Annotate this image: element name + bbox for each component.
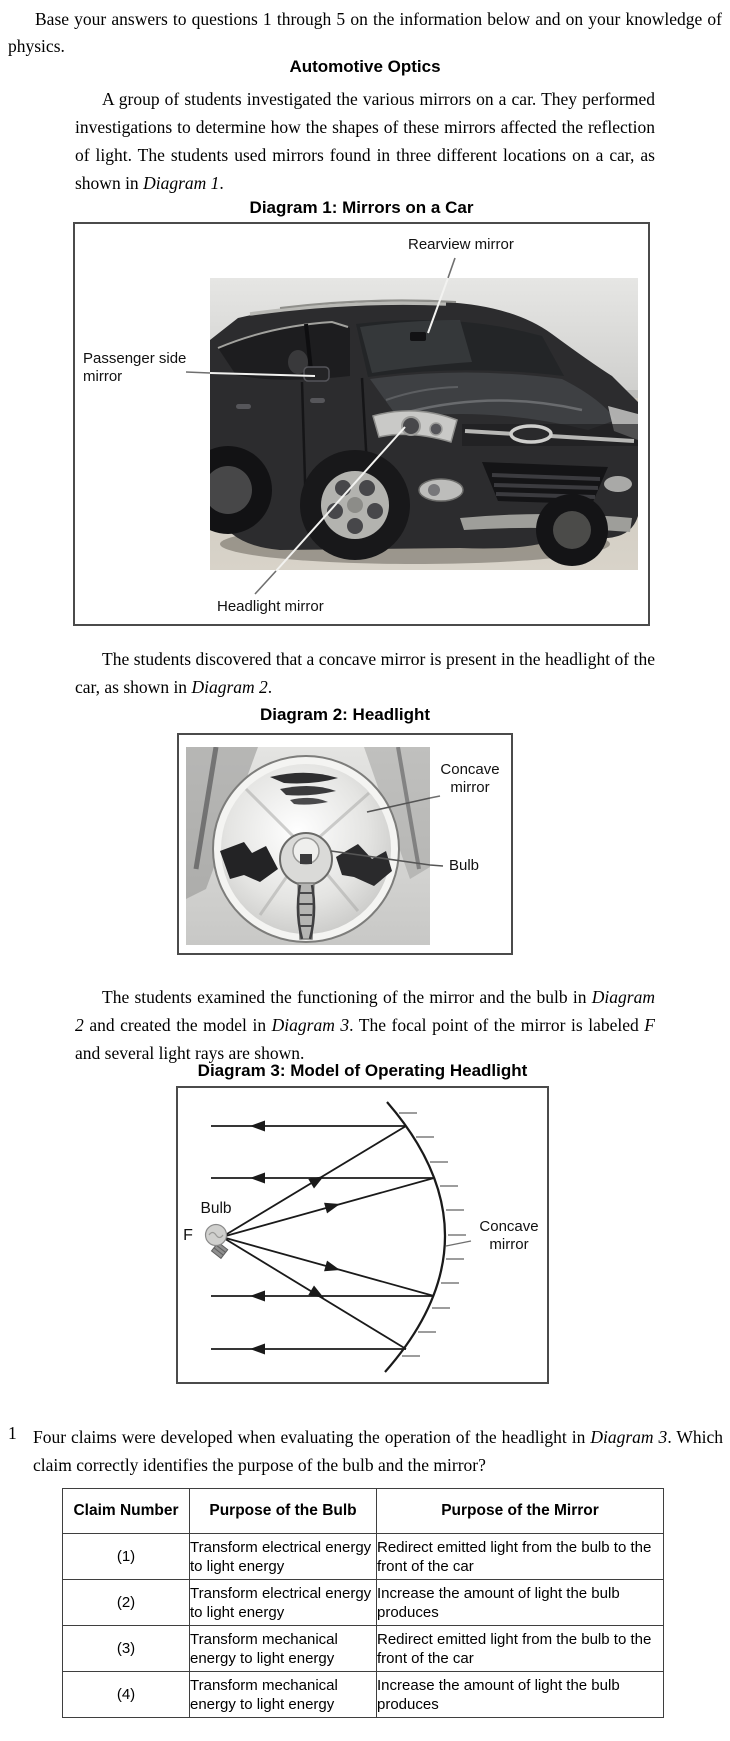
claim-1-mirror: Redirect emitted light from the bulb to …	[376, 1533, 664, 1580]
paragraph-2: The students discovered that a concave m…	[75, 645, 655, 701]
diagram-3-ref-q: Diagram 3	[590, 1427, 668, 1447]
headlight-photo	[186, 747, 430, 945]
diagram-1-title: Diagram 1: Mirrors on a Car	[249, 198, 474, 217]
paragraph-1: A group of students investigated the var…	[75, 85, 655, 197]
question-number: 1	[8, 1423, 17, 1443]
header-purpose-mirror: Purpose of the Mirror	[376, 1488, 664, 1534]
table-row: (2) Transform electrical energy to light…	[62, 1579, 664, 1626]
intro-text: Base your answers to questions 1 through…	[8, 9, 722, 56]
car-photo	[210, 278, 638, 570]
header-claim-number: Claim Number	[62, 1488, 190, 1534]
claim-3-mirror: Redirect emitted light from the bulb to …	[376, 1625, 664, 1672]
claim-2-number: (2)	[62, 1579, 190, 1626]
bulb-label: Bulb	[200, 1200, 232, 1217]
paragraph-3-mid1: and created the model in	[83, 1015, 272, 1035]
left-arrowheads	[250, 1120, 265, 1355]
table-header-row: Claim Number Purpose of the Bulb Purpose…	[62, 1488, 664, 1534]
car-emblem	[509, 424, 553, 444]
claim-4-number: (4)	[62, 1671, 190, 1718]
car-roof-rails	[249, 301, 447, 316]
paragraph-2-end: .	[267, 677, 273, 697]
car-rear-wheel	[210, 446, 272, 534]
car-side-mirror	[303, 366, 330, 382]
diagram-3-reference: Diagram 3	[271, 1015, 350, 1035]
concave-mirror-label: Concave mirror	[440, 761, 500, 796]
diagram-2-figure: Concave mirror Bulb	[177, 733, 513, 955]
claim-3-bulb: Transform mechanical energy to light ene…	[189, 1625, 377, 1672]
diagram-2-title: Diagram 2: Headlight	[259, 705, 431, 724]
claim-4-bulb: Transform mechanical energy to light ene…	[189, 1671, 377, 1718]
diagram-3-title: Diagram 3: Model of Operating Headlight	[197, 1061, 528, 1080]
claim-2-mirror: Increase the amount of light the bulb pr…	[376, 1579, 664, 1626]
passenger-mirror-label: Passenger side mirror	[83, 350, 187, 385]
concave-leader-line	[445, 1240, 472, 1247]
claim-1-number: (1)	[62, 1533, 190, 1580]
question-text-pre: Four claims were developed when evaluati…	[33, 1427, 591, 1447]
paragraph-1-end: .	[219, 173, 224, 193]
paragraph-3: The students examined the functioning of…	[75, 983, 655, 1067]
table-row: (3) Transform mechanical energy to light…	[62, 1625, 664, 1672]
question-text-post: . Which claim correctly identifies the p…	[33, 1427, 723, 1475]
claim-3-number: (3)	[62, 1625, 190, 1672]
focal-point-reference: F	[644, 1015, 655, 1035]
diagram-1-reference: Diagram 1	[143, 173, 220, 193]
diagram-1-figure: Rearview mirror Passenger side mirror He…	[73, 222, 650, 626]
claim-2-bulb: Transform electrical energy to light ene…	[189, 1579, 377, 1626]
table-row: (4) Transform mechanical energy to light…	[62, 1671, 664, 1718]
ray-diagram	[204, 1101, 472, 1373]
headlight-mirror-label: Headlight mirror	[217, 598, 324, 615]
paragraph-3-text: The students examined the functioning of…	[102, 987, 592, 1007]
claim-1-bulb: Transform electrical energy to light ene…	[189, 1533, 377, 1580]
paragraph-3-end: and several light rays are shown.	[75, 1043, 305, 1063]
mirror-hatching	[399, 1112, 466, 1357]
header-purpose-bulb: Purpose of the Bulb	[189, 1488, 377, 1534]
reflection-blob-left	[220, 842, 278, 882]
diagram-2-ref-2: Diagram 2	[75, 987, 655, 1035]
outgoing-arrowheads	[308, 1176, 340, 1298]
bulb-icon	[204, 1223, 229, 1260]
paragraph-1-text: A group of students investigated the var…	[75, 89, 655, 193]
focal-point-label: F	[183, 1227, 193, 1244]
claim-4-mirror: Increase the amount of light the bulb pr…	[376, 1671, 664, 1718]
concave-mirror-label: Concave mirror	[479, 1218, 539, 1253]
reflected-rays	[211, 1125, 434, 1350]
paragraph-3-mid2: . The focal point of the mirror is label…	[349, 1015, 645, 1035]
mirror-arc	[384, 1101, 446, 1373]
question-text: Four claims were developed when evaluati…	[33, 1423, 723, 1479]
diagram-2-reference: Diagram 2	[191, 677, 268, 697]
rearview-mirror-label: Rearview mirror	[408, 236, 514, 253]
passage-title: Automotive Optics	[289, 57, 441, 76]
claims-table: Claim Number Purpose of the Bulb Purpose…	[62, 1488, 664, 1718]
paragraph-2-text: The students discovered that a concave m…	[75, 649, 655, 697]
table-row: (1) Transform electrical energy to light…	[62, 1533, 664, 1580]
diagram-3-figure: Bulb F Concave mirror	[176, 1086, 549, 1384]
diverging-rays	[221, 1125, 435, 1350]
bulb-label: Bulb	[449, 857, 480, 874]
